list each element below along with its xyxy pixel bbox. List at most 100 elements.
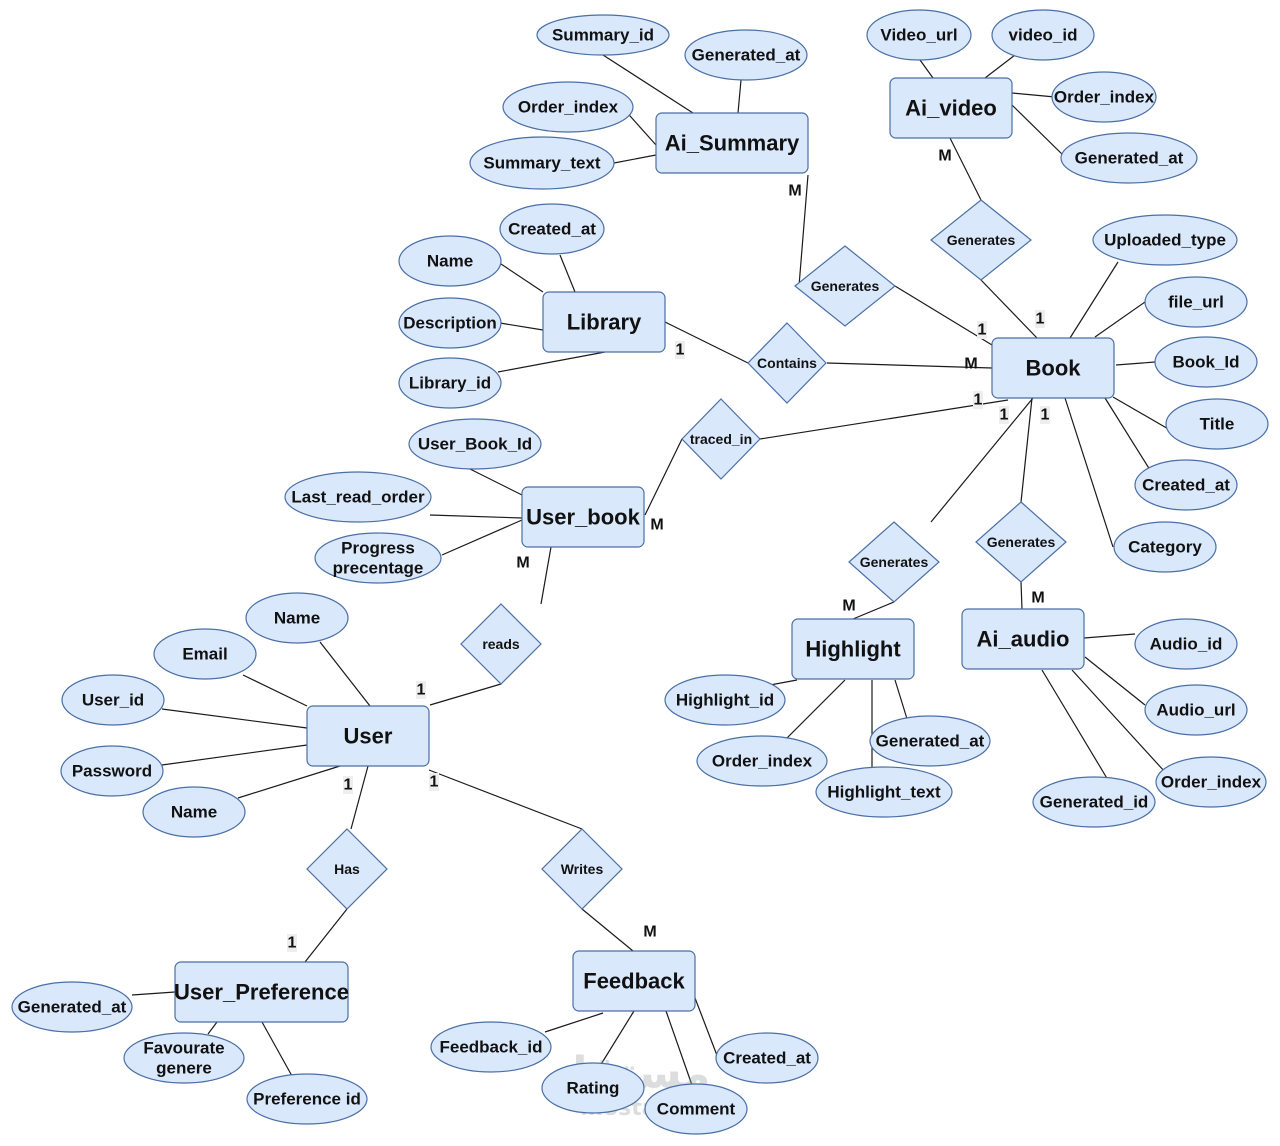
- attribute-label: Title: [1200, 415, 1235, 434]
- attribute-ellipse: [1155, 756, 1267, 808]
- cardinality-bg: [1040, 406, 1050, 424]
- relationship-label: Generates: [947, 232, 1016, 248]
- attribute-sum-summary-text: Summary_text: [469, 136, 615, 190]
- entity-box: [306, 705, 430, 767]
- connector-line: [131, 991, 176, 996]
- entity-label: Ai_Summary: [665, 131, 800, 156]
- attribute-fb-rating: Rating: [541, 1062, 645, 1114]
- cardinality-label: 1: [430, 774, 439, 791]
- attribute-label: Name: [171, 803, 217, 822]
- cardinality-label: M: [1031, 590, 1044, 607]
- attribute-lib-created-at: Created_at: [499, 203, 605, 255]
- attribute-ub-last-read-order: Last_read_order: [284, 471, 432, 523]
- attribute-vid-order-index: Order_index: [1051, 71, 1157, 123]
- attribute-vid-video-id: video_id: [991, 9, 1095, 61]
- attribute-ellipse: [398, 357, 502, 409]
- attribute-label: Created_at: [508, 220, 596, 239]
- cardinality-label: 1: [1000, 407, 1009, 424]
- connector-line: [441, 519, 523, 556]
- relationship-label: Has: [334, 861, 360, 877]
- connector-line: [1104, 397, 1156, 479]
- cardinality-c-vid-book-1: 1: [1035, 310, 1045, 328]
- attribute-lib-library-id: Library_id: [398, 357, 502, 409]
- connector-line: [207, 1021, 218, 1035]
- cardinality-c-has-up-1: 1: [287, 934, 297, 952]
- attribute-label: Order_index: [518, 98, 619, 117]
- connector-line: [161, 708, 308, 729]
- attribute-label: Preference id: [253, 1090, 361, 1109]
- attribute-label: Feedback_id: [440, 1038, 543, 1057]
- connector-line: [581, 908, 634, 952]
- entity-user-book: User_book: [521, 486, 645, 548]
- attribute-user-user-id: User_id: [61, 674, 165, 726]
- relationship-label: Generates: [987, 534, 1056, 550]
- cardinality-label: M: [938, 148, 951, 165]
- connector-line: [1020, 397, 1033, 503]
- attribute-up-generated-at: Generated_at: [11, 981, 133, 1033]
- connector-line: [540, 546, 552, 605]
- attribute-ellipse: [866, 9, 972, 61]
- attribute-vid-generated-at: Generated_at: [1060, 132, 1198, 184]
- attribute-label: Generated_at: [1075, 149, 1184, 168]
- cardinality-label: 1: [1041, 407, 1050, 424]
- connector-line: [242, 674, 308, 707]
- entity-library: Library: [542, 291, 666, 353]
- connector-line: [737, 79, 742, 114]
- attribute-ellipse: [991, 9, 1095, 61]
- attribute-ellipse: [684, 29, 808, 81]
- entity-box: [572, 950, 696, 1012]
- attribute-label: video_id: [1009, 26, 1078, 45]
- attribute-ellipse: [536, 14, 670, 56]
- entity-book: Book: [991, 337, 1115, 399]
- entity-ai-video: Ai_video: [889, 77, 1013, 139]
- cardinality-c-traced-ub-m: M: [650, 517, 663, 534]
- attribute-label: Uploaded_type: [1104, 231, 1226, 250]
- cardinality-c-sum-book-1: 1: [977, 321, 987, 339]
- attribute-label: Highlight_id: [676, 691, 774, 710]
- cardinality-label: M: [516, 555, 529, 572]
- attribute-ellipse: [430, 1021, 552, 1073]
- entity-box: [655, 112, 809, 174]
- attribute-book-category: Category: [1113, 521, 1217, 573]
- attribute-ellipse: [11, 981, 133, 1033]
- cardinality-label: 1: [978, 322, 987, 339]
- attribute-ellipse: [1060, 132, 1198, 184]
- connector-line: [499, 322, 544, 331]
- attribute-ellipse: [541, 1062, 645, 1114]
- cardinality-c-reads-user-1: 1: [416, 681, 426, 699]
- entity-box: [174, 961, 349, 1023]
- relationship-diamond: [541, 828, 623, 910]
- entity-box: [961, 608, 1085, 670]
- attribute-fb-created-at: Created_at: [715, 1032, 819, 1084]
- connector-line: [1064, 397, 1114, 548]
- connector-line: [664, 321, 749, 364]
- attribute-label: Rating: [567, 1079, 620, 1098]
- connector-line: [980, 279, 1038, 339]
- attribute-label: Last_read_order: [291, 488, 425, 507]
- cardinality-c-writes-fb-m: M: [643, 924, 656, 941]
- attribute-ellipse: [664, 674, 786, 726]
- connector-line: [1041, 669, 1109, 781]
- connector-line: [602, 54, 694, 114]
- relationship-diamond: [747, 322, 827, 404]
- attribute-label: Order_index: [712, 752, 813, 771]
- attribute-label: Summary_text: [483, 154, 601, 173]
- attribute-label: Audio_id: [1150, 635, 1223, 654]
- connector-line: [599, 1010, 635, 1067]
- attribute-label: Email: [182, 645, 227, 664]
- relationship-gen-highlight: Generates: [848, 521, 940, 603]
- entity-label: Ai_audio: [977, 627, 1070, 652]
- attribute-fb-comment: Comment: [644, 1083, 748, 1135]
- attribute-hl-order-index: Order_index: [696, 735, 828, 787]
- entity-box: [889, 77, 1013, 139]
- connector-line: [469, 468, 523, 496]
- connector-line: [1011, 92, 1056, 98]
- cardinality-label: M: [643, 924, 656, 941]
- attribute-label: Category: [1128, 538, 1202, 557]
- connector-line: [429, 683, 502, 706]
- attribute-book-created-at: Created_at: [1134, 459, 1238, 511]
- attribute-label: Generated_at: [692, 46, 801, 65]
- entity-label: User_book: [526, 505, 640, 530]
